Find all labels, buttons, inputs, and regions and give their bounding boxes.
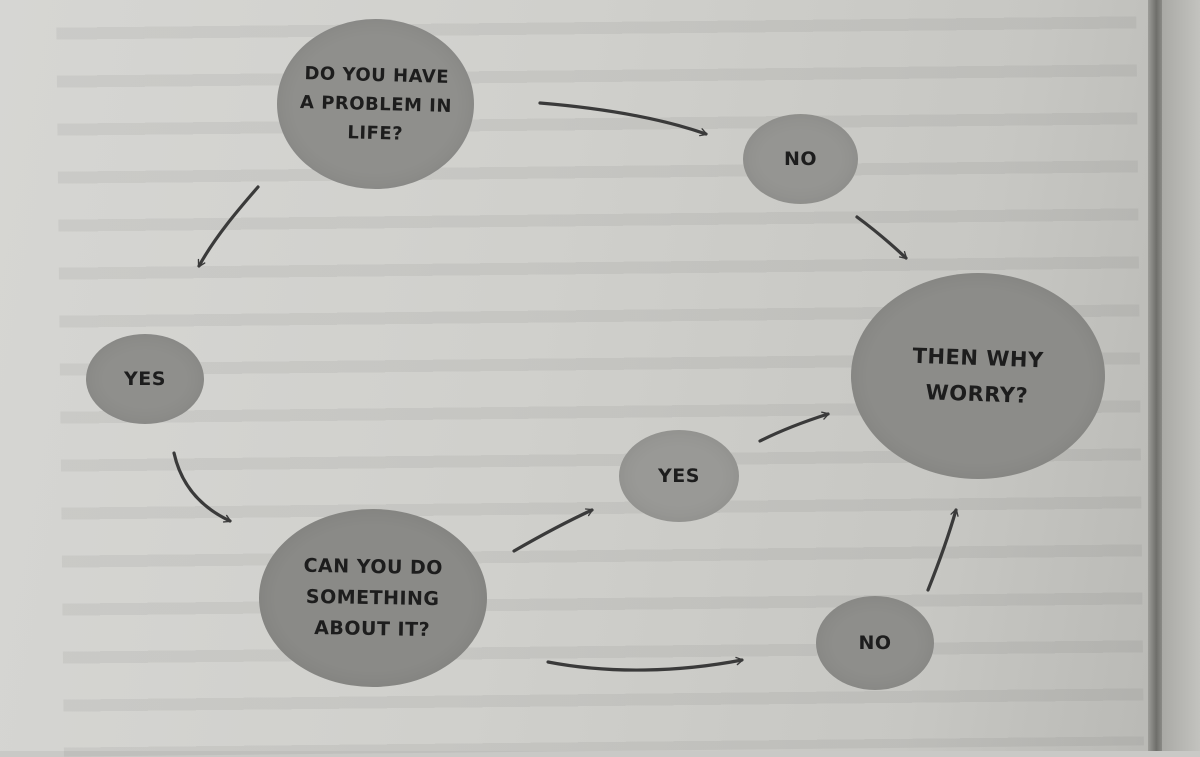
answer-no-top-node: NO: [743, 114, 858, 204]
arrow-no-to-worry-bottom: [926, 508, 959, 592]
answer-yes-middle-text: YES: [658, 465, 700, 487]
answer-no-bottom-node: NO: [816, 596, 934, 690]
question-can-you-do-text: CAN YOU DO SOMETHING ABOUT IT?: [303, 554, 444, 641]
answer-yes-left-node: YES: [86, 334, 204, 424]
facing-page-edge: [1162, 0, 1200, 751]
arrow-problem-to-no: [538, 101, 708, 137]
question-have-problem-node: DO YOU HAVE A PROBLEM IN LIFE?: [277, 19, 474, 189]
answer-no-bottom-text: NO: [858, 632, 892, 654]
arrow-yes-to-can-you: [172, 451, 232, 523]
arrow-problem-to-yes: [197, 185, 260, 268]
answer-yes-middle-node: YES: [619, 430, 739, 522]
arrow-can-you-to-yes: [512, 508, 594, 553]
arrow-no-to-worry: [855, 215, 908, 260]
book-gutter: [1148, 0, 1162, 751]
question-can-you-do-node: CAN YOU DO SOMETHING ABOUT IT?: [259, 509, 487, 687]
answer-no-top-text: NO: [783, 148, 818, 170]
arrow-yes-to-worry: [758, 411, 830, 443]
arrow-can-you-to-no: [546, 656, 744, 672]
conclusion-then-why-worry-text: THEN WHY WORRY?: [912, 343, 1045, 408]
answer-yes-left-text: YES: [124, 368, 166, 390]
question-have-problem-text: DO YOU HAVE A PROBLEM IN LIFE?: [299, 62, 452, 145]
conclusion-then-why-worry-node: THEN WHY WORRY?: [851, 273, 1105, 479]
